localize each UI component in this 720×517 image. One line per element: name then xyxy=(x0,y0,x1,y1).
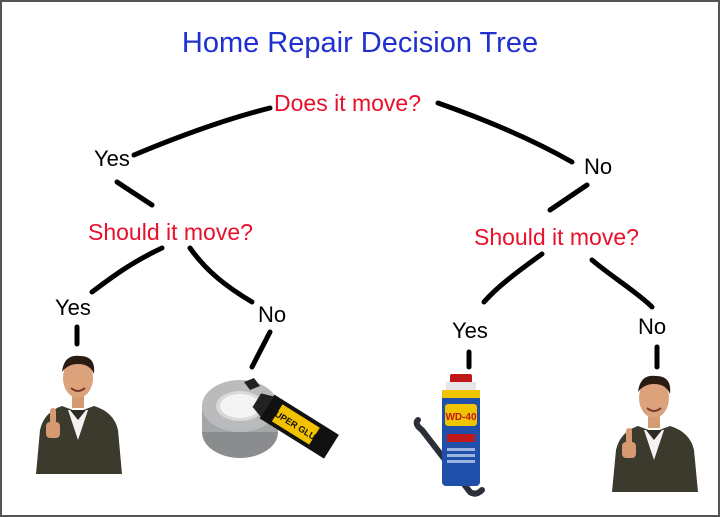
thumbs-up-man-icon xyxy=(612,375,698,492)
right-yes-label: Yes xyxy=(452,318,488,343)
left-no-label: No xyxy=(258,302,287,327)
root-question: Does it move? xyxy=(274,90,422,116)
duct-tape-and-super-glue-icon: SUPER GLUE xyxy=(202,378,339,459)
wd40-and-crowbar-icon: WD-40 xyxy=(413,374,485,497)
right-no-label: No xyxy=(638,314,667,339)
right-question: Should it move? xyxy=(474,224,639,250)
left-question-to-yes-line xyxy=(89,245,165,295)
left-yes-label: Yes xyxy=(55,295,91,320)
root-to-yes-line xyxy=(131,105,273,158)
right-question-to-no-line xyxy=(589,257,655,310)
root-to-no-line xyxy=(435,100,575,165)
left-question-to-no-line xyxy=(187,245,255,305)
svg-text:WD-40: WD-40 xyxy=(445,412,477,423)
left-no-to-tape-line xyxy=(249,329,273,370)
no-to-right-question-line xyxy=(547,182,590,213)
right-question-to-yes-line xyxy=(481,251,545,305)
left-question: Should it move? xyxy=(88,219,253,245)
root-yes-label: Yes xyxy=(94,146,130,171)
thumbs-up-man-icon xyxy=(36,355,122,474)
page-title: Home Repair Decision Tree xyxy=(181,27,539,59)
yes-to-left-question-line xyxy=(114,179,155,208)
root-no-label: No xyxy=(584,154,613,179)
